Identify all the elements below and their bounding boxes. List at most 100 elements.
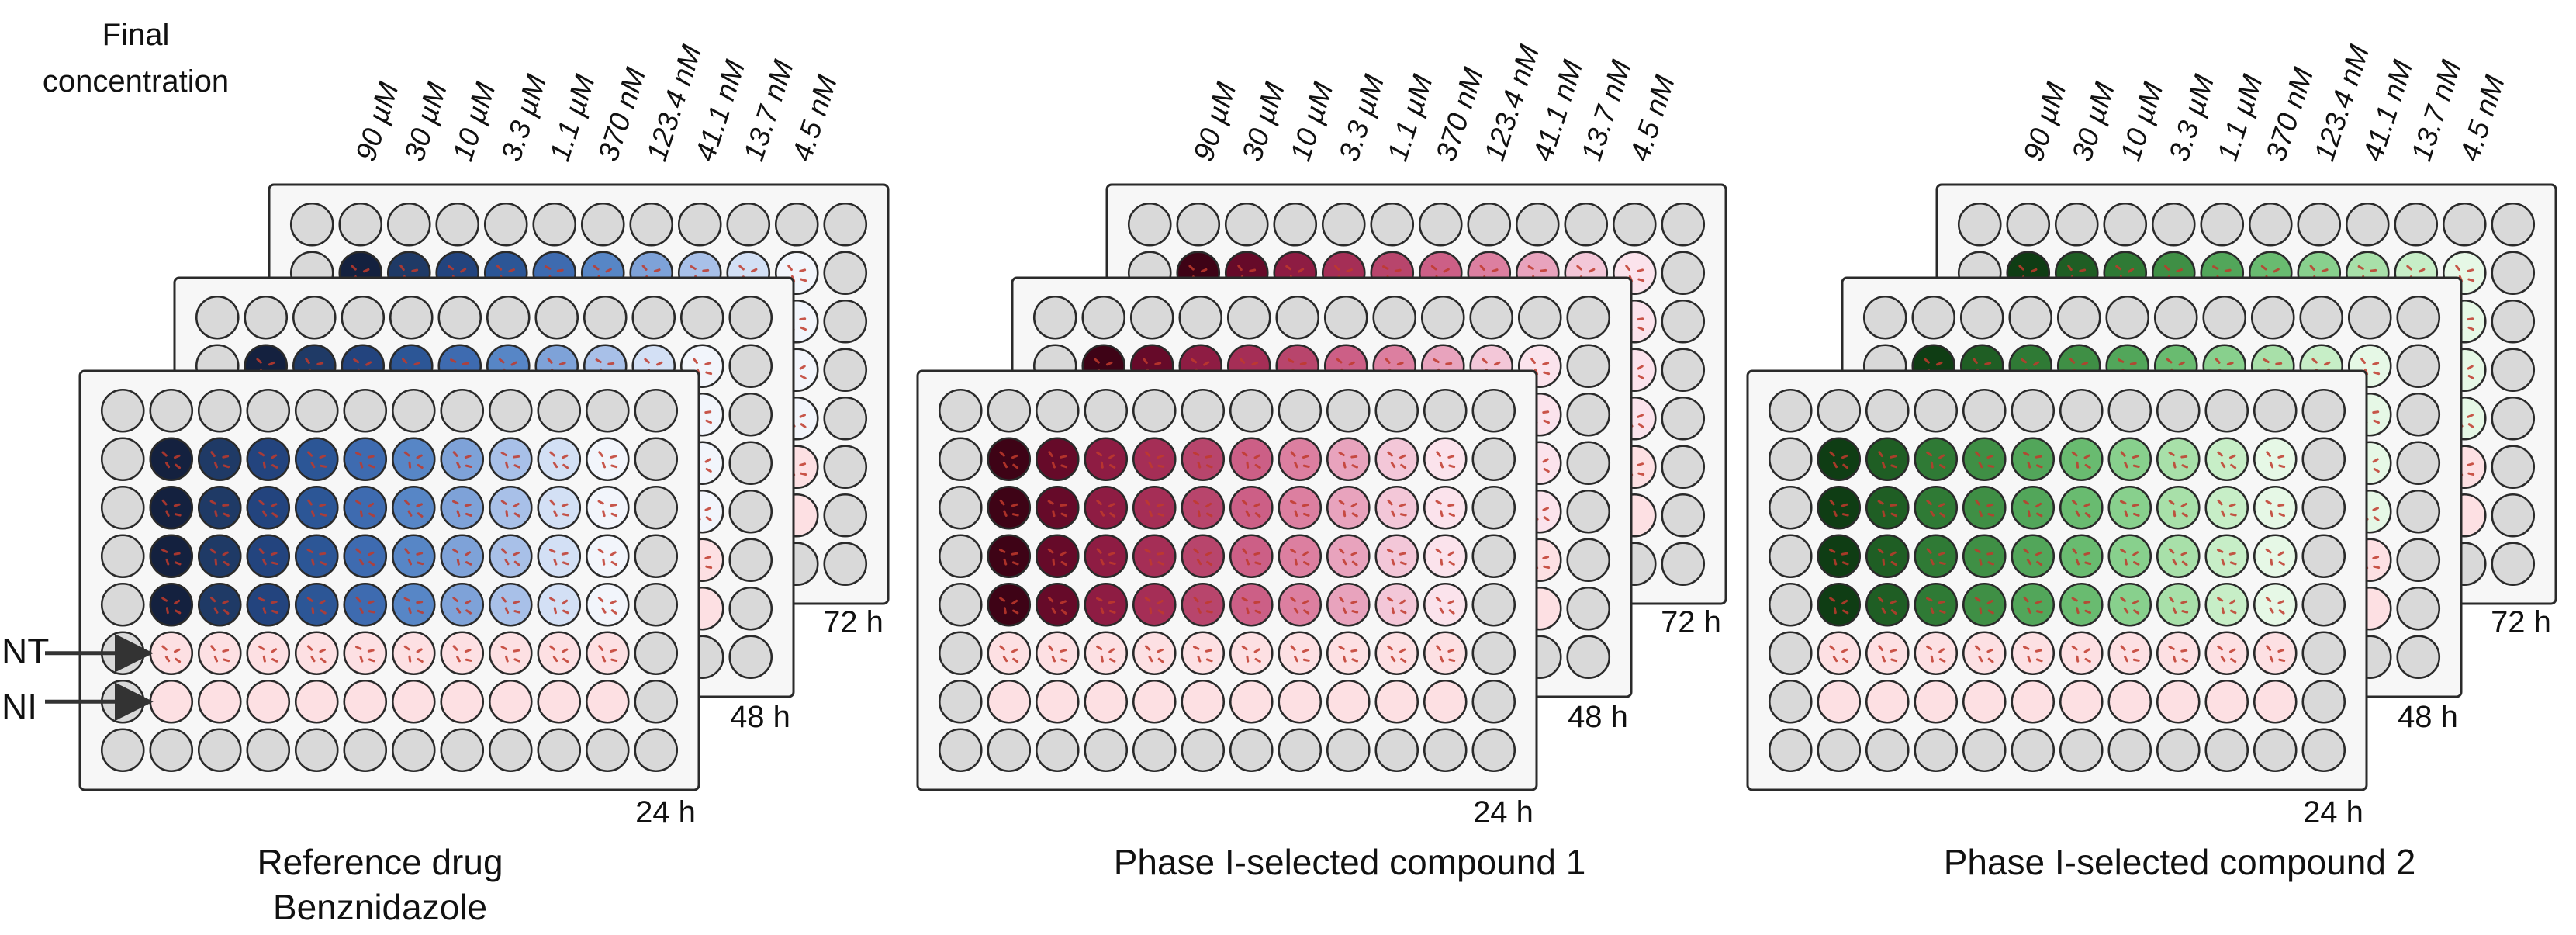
well — [938, 582, 983, 627]
concentration-label: 90 µM — [2018, 78, 2073, 164]
parasite-mark — [2035, 658, 2043, 663]
parasite-mark — [222, 649, 230, 653]
well — [244, 295, 289, 340]
well — [2011, 437, 2056, 482]
parasite-mark — [1094, 358, 1100, 364]
parasite-mark — [173, 503, 181, 507]
well — [100, 485, 145, 530]
parasite-mark — [1246, 607, 1250, 615]
parasite-mark — [2124, 656, 2128, 663]
parasite-mark — [1833, 558, 1838, 566]
parasite-mark — [1338, 646, 1345, 650]
parasite-mark — [174, 513, 182, 517]
parasite-mark — [256, 358, 262, 364]
well — [2253, 437, 2298, 482]
well — [1278, 534, 1323, 579]
parasite-mark — [416, 552, 424, 556]
parasite-mark — [1350, 600, 1358, 604]
well — [585, 437, 630, 482]
parasite-mark — [2360, 358, 2366, 365]
well — [440, 631, 485, 676]
well — [1226, 295, 1271, 340]
parasite-mark — [1096, 645, 1103, 651]
well — [634, 679, 679, 724]
well — [1817, 631, 1862, 676]
parasite-mark — [705, 468, 712, 473]
parasite-mark — [455, 607, 462, 614]
parasite-mark — [1448, 658, 1456, 663]
parasite-mark — [610, 464, 618, 469]
parasite-mark — [1193, 452, 1200, 456]
well — [386, 202, 431, 247]
well — [149, 388, 194, 433]
parasite-mark — [1445, 362, 1453, 365]
parasite-mark — [2273, 268, 2280, 273]
parasite-mark — [262, 607, 267, 615]
final-concentration-label-line1: Final — [102, 18, 170, 52]
well — [1914, 388, 1959, 433]
parasite-mark — [1447, 600, 1454, 604]
well — [2156, 534, 2201, 579]
parasite-mark — [456, 558, 460, 566]
parasite-mark — [1890, 609, 1897, 615]
parasite-mark — [2026, 559, 2032, 566]
well — [1564, 202, 1609, 247]
well — [1817, 485, 1862, 530]
parasite-mark — [1447, 455, 1455, 459]
parasite-mark — [2467, 317, 2474, 321]
parasite-mark — [2263, 358, 2270, 363]
parasite-mark — [165, 510, 170, 517]
parasite-mark — [222, 504, 230, 507]
parasite-mark — [1351, 464, 1358, 469]
parasite-mark — [1400, 657, 1407, 663]
parasite-mark — [319, 552, 327, 556]
parasite-mark — [1096, 597, 1103, 602]
well — [391, 679, 436, 724]
parasite-mark — [2321, 268, 2329, 273]
well — [1176, 202, 1221, 247]
well — [2301, 437, 2346, 482]
parasite-mark — [2132, 512, 2140, 517]
nt-label: NT — [2, 631, 49, 671]
parasite-mark — [2277, 455, 2285, 459]
parasite-mark — [1938, 454, 1945, 459]
parasite-mark — [1011, 648, 1018, 653]
parasite-mark — [2181, 610, 2189, 614]
parasite-mark — [2120, 597, 2126, 602]
well — [1817, 679, 1862, 724]
well — [294, 679, 339, 724]
parasite-mark — [1011, 513, 1019, 517]
parasite-mark — [174, 561, 182, 566]
well — [1471, 388, 1516, 433]
parasite-mark — [1299, 362, 1307, 365]
parasite-mark — [2180, 551, 2187, 556]
parasite-mark — [2027, 655, 2031, 663]
well — [1962, 485, 2007, 530]
parasite-mark — [465, 658, 472, 662]
parasite-mark — [1829, 597, 1836, 602]
parasite-mark — [1096, 500, 1102, 506]
well — [2253, 679, 2298, 724]
parasite-mark — [513, 503, 520, 507]
parasite-mark — [1011, 552, 1018, 556]
parasite-mark — [1829, 645, 1835, 651]
parasite-mark — [258, 645, 265, 651]
parasite-mark — [1254, 609, 1261, 615]
time-label: 48 h — [1568, 700, 1628, 734]
parasite-mark — [1930, 558, 1935, 566]
well — [1914, 534, 1959, 579]
well — [1374, 534, 1419, 579]
well — [1326, 582, 1371, 627]
parasite-mark — [164, 462, 171, 469]
parasite-mark — [161, 597, 168, 602]
parasite-mark — [552, 656, 558, 663]
parasite-mark — [209, 548, 216, 554]
parasite-mark — [1448, 512, 1455, 518]
parasite-mark — [1390, 462, 1396, 469]
parasite-mark — [213, 655, 219, 663]
well — [2253, 534, 2298, 579]
well — [483, 202, 528, 247]
well — [2107, 631, 2152, 676]
